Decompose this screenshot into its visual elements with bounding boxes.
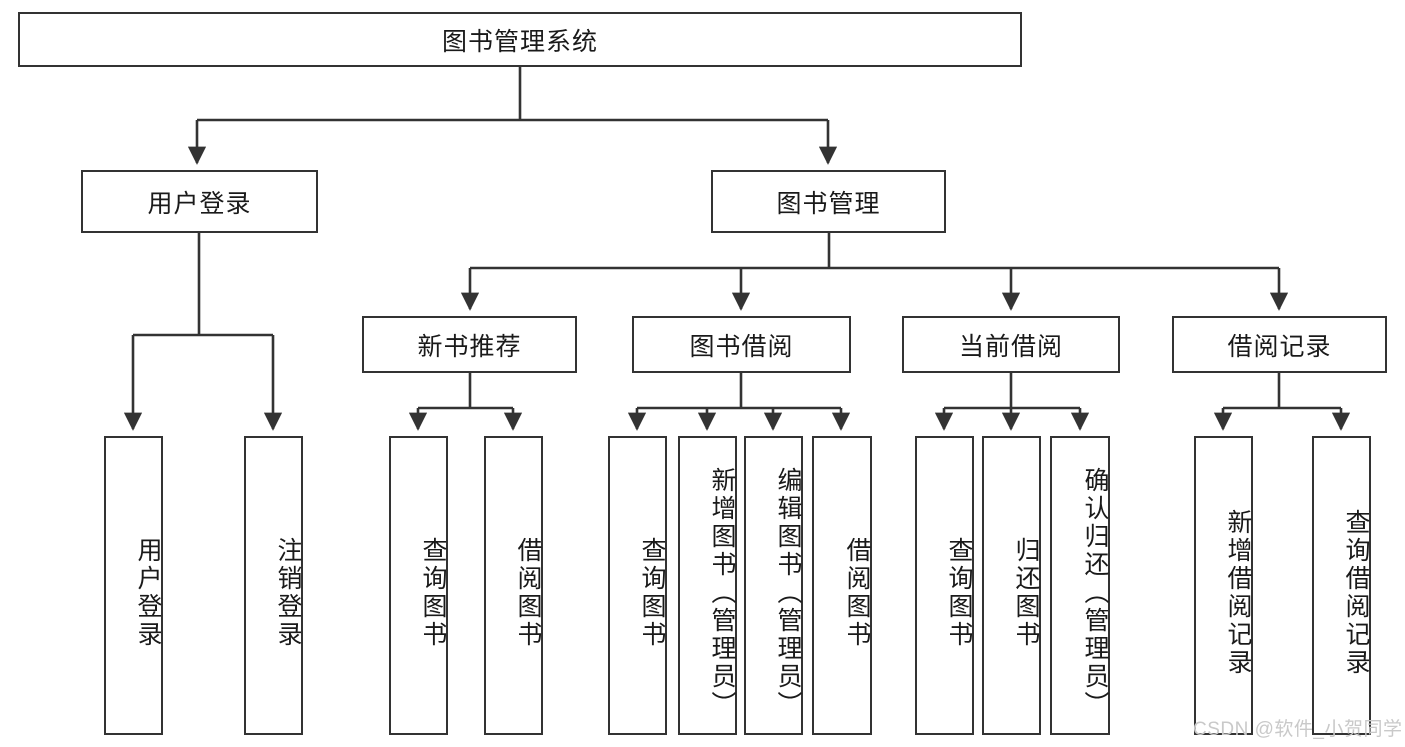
leaf-user-logout[interactable]: 注销登录 (244, 436, 303, 735)
leaf-record-query[interactable]: 查询借阅记录 (1312, 436, 1371, 735)
node-label: 编辑图书（管理员） (774, 466, 802, 719)
node-book-borrow[interactable]: 图书借阅 (632, 316, 851, 373)
leaf-borrow-lend-book[interactable]: 借阅图书 (812, 436, 872, 735)
node-label: 查询借阅记录 (1342, 508, 1370, 677)
node-current-borrow[interactable]: 当前借阅 (902, 316, 1120, 373)
node-label: 注销登录 (274, 536, 302, 649)
node-label: 当前借阅 (958, 332, 1063, 361)
node-label: 图书管理系统 (441, 27, 598, 56)
node-label: 新书推荐 (417, 332, 522, 361)
node-label: 归还图书 (1012, 536, 1040, 649)
node-label: 借阅图书 (514, 536, 542, 649)
node-new-book-recommend[interactable]: 新书推荐 (362, 316, 577, 373)
leaf-record-add[interactable]: 新增借阅记录 (1194, 436, 1253, 735)
leaf-borrow-edit-book[interactable]: 编辑图书（管理员） (744, 436, 803, 735)
leaf-current-query-book[interactable]: 查询图书 (915, 436, 974, 735)
node-label: 新增图书（管理员） (708, 466, 736, 719)
node-label: 新增借阅记录 (1224, 508, 1252, 677)
node-label: 查询图书 (638, 536, 666, 649)
node-label: 图书借阅 (689, 332, 794, 361)
node-book-management[interactable]: 图书管理 (711, 170, 946, 233)
leaf-new-book-borrow[interactable]: 借阅图书 (484, 436, 543, 735)
leaf-current-confirm-return[interactable]: 确认归还（管理员） (1050, 436, 1110, 735)
leaf-borrow-query-book[interactable]: 查询图书 (608, 436, 667, 735)
node-user-login[interactable]: 用户登录 (81, 170, 318, 233)
node-root-system[interactable]: 图书管理系统 (18, 12, 1022, 67)
node-label: 用户登录 (147, 189, 252, 218)
node-label: 借阅图书 (843, 536, 871, 649)
node-label: 借阅记录 (1227, 332, 1332, 361)
node-borrow-record[interactable]: 借阅记录 (1172, 316, 1387, 373)
node-label: 图书管理 (776, 189, 881, 218)
leaf-borrow-add-book[interactable]: 新增图书（管理员） (678, 436, 737, 735)
node-label: 用户登录 (134, 536, 162, 649)
csdn-watermark: CSDN @软件_小贺同学 (1193, 719, 1403, 740)
leaf-new-book-query[interactable]: 查询图书 (389, 436, 448, 735)
node-label: 确认归还（管理员） (1081, 466, 1109, 719)
leaf-current-return-book[interactable]: 归还图书 (982, 436, 1041, 735)
leaf-user-login[interactable]: 用户登录 (104, 436, 163, 735)
node-label: 查询图书 (945, 536, 973, 649)
node-label: 查询图书 (419, 536, 447, 649)
